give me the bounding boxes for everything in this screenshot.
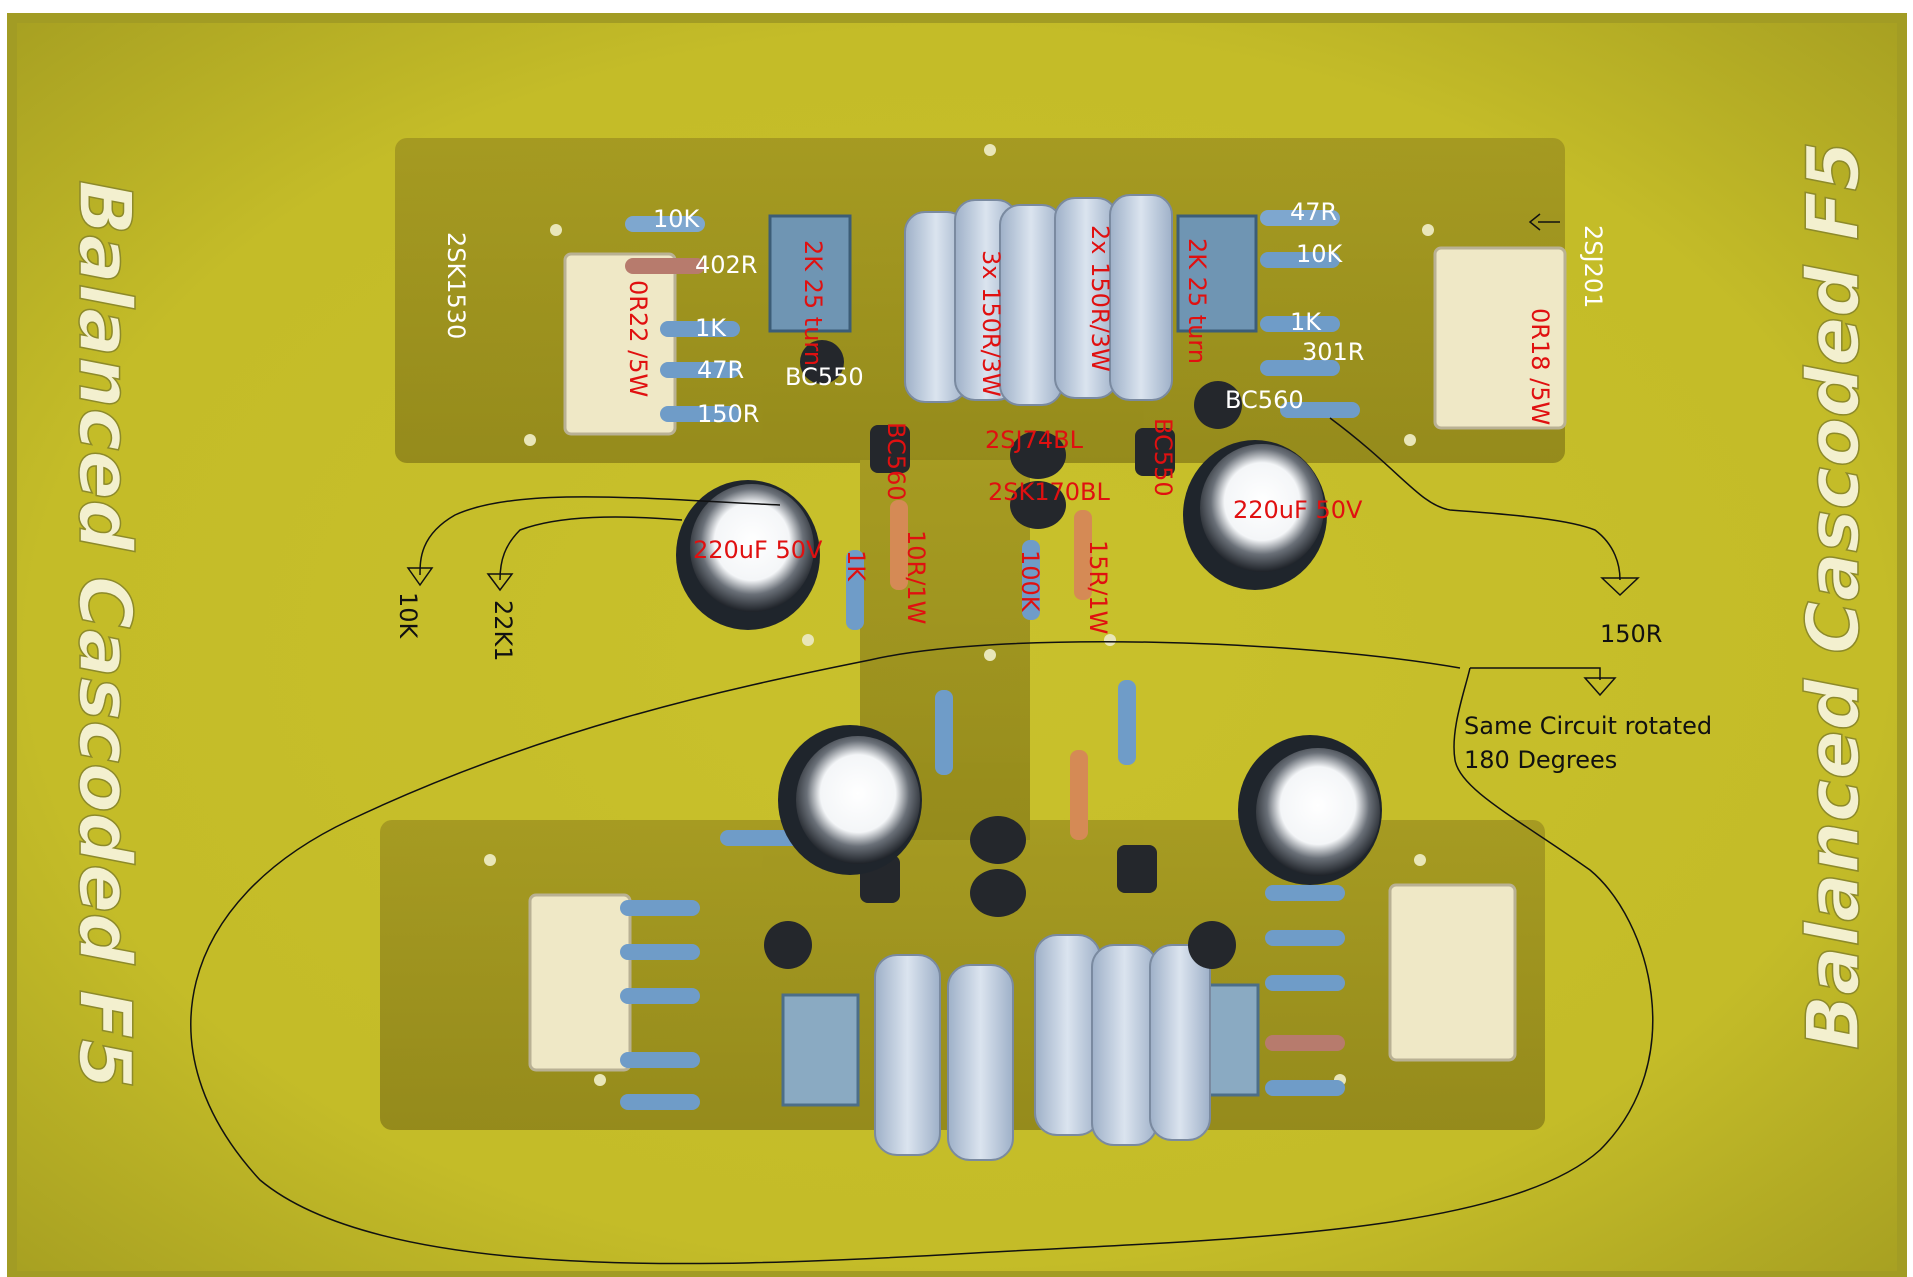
- label-0r18: 0R18 /5W: [1526, 308, 1554, 425]
- brand-text-left: Balanced Cascoded F5: [63, 180, 147, 1089]
- power-resistor-left-top: [563, 252, 677, 436]
- label-301r: 301R: [1302, 338, 1364, 366]
- power-resistor-right-top: [1433, 246, 1567, 430]
- label-220uf-left: 220uF 50V: [693, 536, 823, 564]
- label-1k-left: 1K: [695, 314, 727, 342]
- label-bc550-left: BC550: [785, 363, 864, 391]
- power-resistor-left-bottom: [528, 893, 632, 1072]
- arrow-same-circuit-head: [1583, 677, 1617, 697]
- arrow-10k: [419, 496, 781, 576]
- arrow-22k1: [499, 516, 683, 581]
- label-10r1w: 10R/1W: [902, 530, 930, 624]
- arrow-10k-head: [406, 567, 434, 587]
- label-0r22: 0R22 /5W: [624, 280, 652, 397]
- label-1k-mid: 1K: [842, 550, 870, 582]
- arrow-150r: [1329, 417, 1621, 581]
- ceramic-resistors-top: [904, 194, 1173, 406]
- label-2x150r: 2x 150R/3W: [1086, 225, 1114, 372]
- arrow-22k1-head: [486, 573, 514, 592]
- label-402r: 402R: [695, 251, 757, 279]
- label-bc550-right: BC550: [1149, 418, 1177, 497]
- label-220uf-right: 220uF 50V: [1233, 496, 1363, 524]
- label-ext-10k: 10K: [394, 592, 422, 640]
- transistors-bottom: [764, 816, 1236, 969]
- electrolytic-caps-top: [676, 440, 1327, 630]
- label-2sk170bl: 2SK170BL: [988, 478, 1111, 506]
- arrow-same-circuit: [1470, 667, 1601, 680]
- arrow-150r-head: [1600, 577, 1640, 597]
- same-circuit-outline: [190, 641, 1654, 1265]
- label-2sj201: 2SJ201: [1579, 225, 1607, 308]
- pads: [484, 144, 1434, 1086]
- trimpot-right: [1176, 214, 1258, 333]
- small-resistors-mid: [846, 500, 1092, 630]
- small-resistors-right: [1260, 210, 1360, 418]
- label-trim-right: 2K 25 turn: [1183, 238, 1211, 364]
- small-resistors-bottom: [620, 680, 1345, 1110]
- arrow-2sj201-head: [1528, 213, 1541, 231]
- label-ext-150r: 150R: [1600, 620, 1662, 648]
- trimpot-left: [768, 214, 852, 333]
- label-3x150r: 3x 150R/3W: [977, 250, 1005, 397]
- label-bc560-left: BC560: [882, 422, 910, 501]
- label-trim-left: 2K 25 turn: [799, 240, 827, 366]
- pcb-edge: [7, 13, 1907, 1277]
- label-150r-left: 150R: [697, 400, 759, 428]
- label-same-circuit-2: 180 Degrees: [1464, 746, 1617, 774]
- label-100k: 100K: [1016, 550, 1044, 613]
- brand-text-right: Balanced Cascoded F5: [1791, 141, 1875, 1050]
- label-47r-right: 47R: [1290, 198, 1337, 226]
- label-2sk1530: 2SK1530: [442, 232, 470, 339]
- ceramic-resistors-bottom: [874, 934, 1211, 1161]
- annotation-lines: [190, 213, 1654, 1265]
- label-15r1w: 15R/1W: [1084, 540, 1112, 634]
- power-resistor-right-bottom: [1388, 883, 1517, 1062]
- transistors-top: [800, 340, 1242, 529]
- label-2sj74bl: 2SJ74BL: [985, 426, 1084, 454]
- label-10k-top: 10K: [653, 205, 701, 233]
- electrolytic-caps-bottom: [778, 725, 1382, 885]
- small-resistors-left: [625, 216, 740, 422]
- label-same-circuit-1: Same Circuit rotated: [1464, 712, 1712, 740]
- label-bc560-right: BC560: [1225, 386, 1304, 414]
- label-ext-22k1: 22K1: [489, 600, 517, 662]
- label-10k-right: 10K: [1296, 240, 1344, 268]
- label-1k-right: 1K: [1290, 308, 1322, 336]
- label-47r-left: 47R: [697, 356, 744, 384]
